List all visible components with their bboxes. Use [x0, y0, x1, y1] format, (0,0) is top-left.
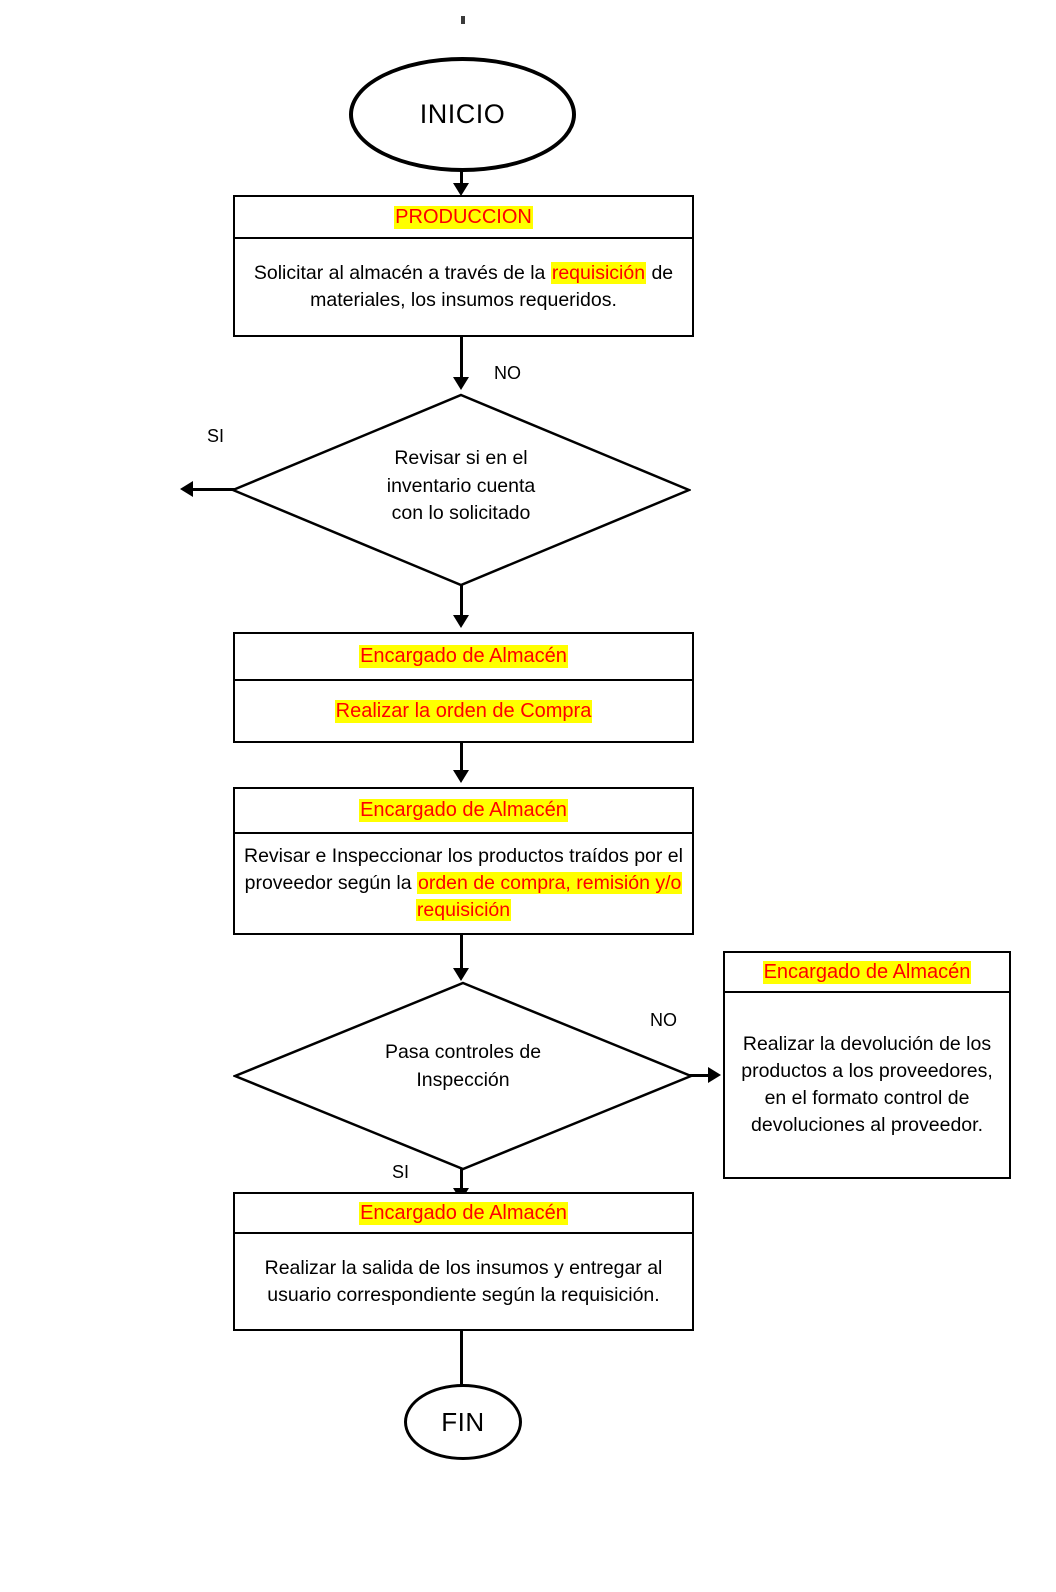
- node-orden-compra-body: Realizar la orden de Compra: [235, 681, 692, 741]
- node-produccion-header: PRODUCCION: [235, 197, 692, 239]
- connector-inspeccion-to-decision-inspeccion: [460, 935, 463, 973]
- arrowhead-inspeccion-to-decision-inspeccion: [453, 968, 469, 981]
- node-devolucion-proveedor-header: Encargado de Almacén: [725, 953, 1009, 993]
- connector-decision-inspeccion-si: [460, 1169, 463, 1197]
- arrowhead-start-to-produccion: [453, 183, 469, 196]
- node-salida-insumos-header-text: Encargado de Almacén: [359, 1201, 568, 1225]
- connector-start-to-produccion: [460, 168, 463, 188]
- stray-dot-artifact: [461, 16, 465, 24]
- arrowhead-decision-inspeccion-no: [708, 1067, 721, 1083]
- node-devolucion-proveedor-header-text: Encargado de Almacén: [762, 960, 972, 984]
- edge-label-decision-inspeccion-no: NO: [650, 1010, 677, 1030]
- node-inspeccion-productos-body-part1: Revisar e Inspeccionar los productos tra…: [244, 845, 683, 895]
- node-decision-inspeccion[interactable]: Pasa controles de Inspección: [233, 981, 693, 1171]
- node-devolucion-proveedor-body: Realizar la devolución de los productos …: [725, 993, 1009, 1177]
- node-inspeccion-productos-body: Revisar e Inspeccionar los productos tra…: [235, 834, 692, 933]
- arrowhead-orden-compra-to-inspeccion: [453, 770, 469, 783]
- connector-decision-inventario-si: [193, 488, 235, 491]
- node-end-fin[interactable]: FIN: [404, 1384, 522, 1460]
- node-salida-insumos-body: Realizar la salida de los insumos y entr…: [235, 1234, 692, 1329]
- arrowhead-decision-inventario-to-orden-compra: [453, 615, 469, 628]
- node-inspeccion-productos-header-text: Encargado de Almacén: [359, 799, 568, 822]
- node-start-inicio[interactable]: INICIO: [349, 57, 576, 172]
- node-produccion-body: Solicitar al almacén a través de la requ…: [235, 239, 692, 335]
- node-produccion-body-highlight: requisición: [550, 262, 647, 285]
- node-start-label: INICIO: [419, 99, 506, 129]
- node-produccion-header-text: PRODUCCION: [394, 205, 533, 229]
- arrowhead-decision-inventario-si: [180, 481, 193, 497]
- node-orden-compra-body-text: Realizar la orden de Compra: [334, 699, 593, 723]
- node-devolucion-proveedor-body-text: Realizar la devolución de los productos …: [741, 1033, 993, 1136]
- arrowhead-produccion-to-decision-inventario: [453, 377, 469, 390]
- node-inspeccion-productos-body-highlight: orden de compra, remisión y/o requisició…: [415, 872, 683, 921]
- node-produccion-body-part1: Solicitar al almacén a través de la: [253, 262, 551, 285]
- node-inspeccion-productos[interactable]: Encargado de Almacén Revisar e Inspeccio…: [233, 787, 694, 935]
- decision-inspeccion-shape: [233, 981, 693, 1171]
- node-salida-insumos-body-text: Realizar la salida de los insumos y entr…: [264, 1256, 663, 1306]
- node-inspeccion-productos-header: Encargado de Almacén: [235, 789, 692, 834]
- connector-decision-inspeccion-no: [688, 1074, 710, 1077]
- node-produccion[interactable]: PRODUCCION Solicitar al almacén a través…: [233, 195, 694, 337]
- node-salida-insumos[interactable]: Encargado de Almacén Realizar la salida …: [233, 1192, 694, 1331]
- edge-label-decision-inventario-no: NO: [494, 363, 521, 383]
- connector-decision-inventario-to-orden-compra: [460, 585, 463, 620]
- node-orden-compra[interactable]: Encargado de Almacén Realizar la orden d…: [233, 632, 694, 743]
- edge-label-decision-inspeccion-si: SI: [392, 1162, 410, 1182]
- node-orden-compra-header-text: Encargado de Almacén: [359, 645, 568, 668]
- decision-inventario-shape: [231, 393, 691, 587]
- node-end-label: FIN: [441, 1406, 485, 1437]
- node-devolucion-proveedor[interactable]: Encargado de Almacén Realizar la devoluc…: [723, 951, 1011, 1179]
- node-salida-insumos-header: Encargado de Almacén: [235, 1194, 692, 1234]
- node-orden-compra-header: Encargado de Almacén: [235, 634, 692, 681]
- connector-produccion-to-decision-inventario: [460, 337, 463, 382]
- connector-salida-insumos-to-fin: [460, 1331, 463, 1387]
- node-decision-inventario[interactable]: Revisar si en el inventario cuenta con l…: [231, 393, 691, 587]
- edge-label-decision-inventario-si: SI: [207, 426, 225, 446]
- node-produccion-body-part2: de materiales, los insumos requeridos.: [310, 262, 674, 311]
- connector-orden-compra-to-inspeccion: [460, 743, 463, 775]
